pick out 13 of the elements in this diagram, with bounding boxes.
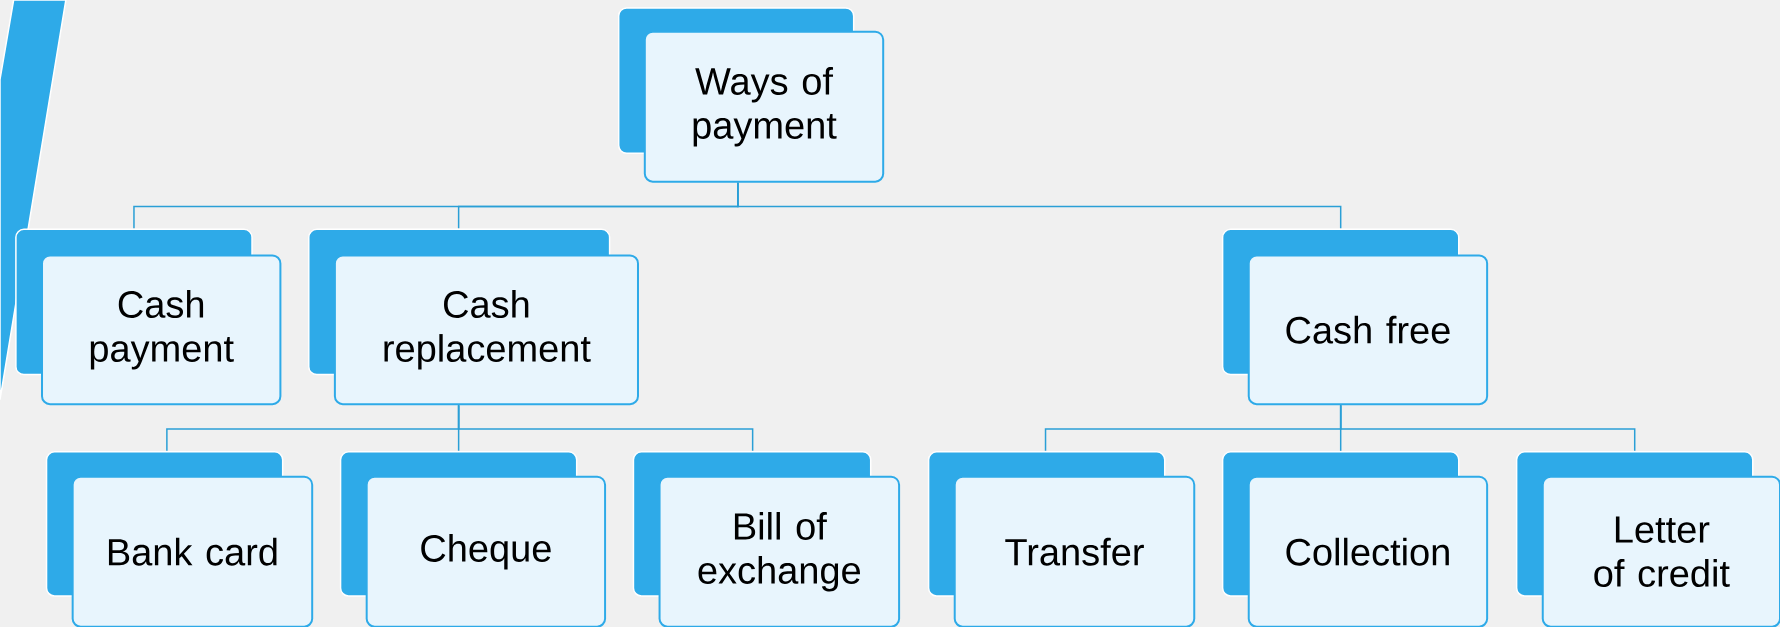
- node-box: Cash payment: [15, 228, 282, 406]
- node-box: Letter of credit: [1515, 451, 1780, 627]
- node-box: Cheque: [339, 451, 607, 627]
- node-box: Ways of payment: [617, 7, 885, 183]
- node-box: Bank card: [45, 451, 314, 627]
- connector: [737, 181, 1342, 230]
- node-box: Collection: [1221, 451, 1489, 627]
- node-box: Bill of exchange: [632, 451, 901, 627]
- connector: [1339, 404, 1636, 452]
- connector: [457, 404, 754, 452]
- node-box: Transfer: [927, 451, 1196, 627]
- node-box: Cash free: [1221, 228, 1489, 406]
- node-box: Cash replacement: [308, 228, 639, 406]
